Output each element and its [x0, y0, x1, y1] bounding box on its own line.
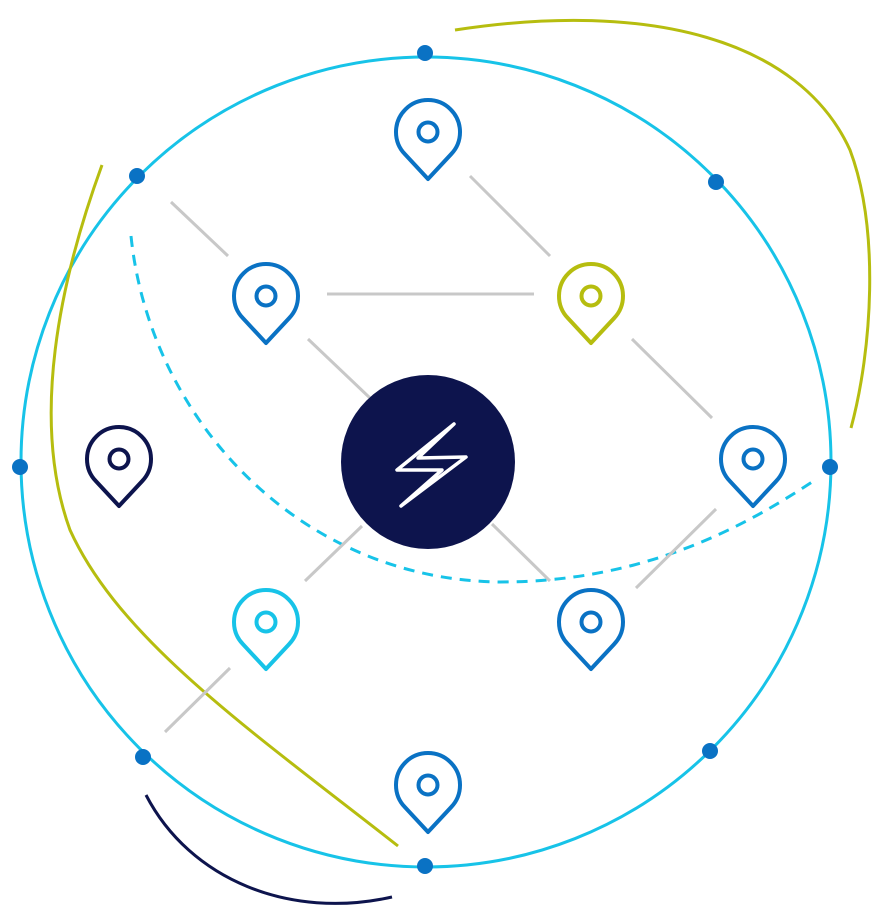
location-pin-icon — [394, 98, 462, 181]
location-pin-icon — [394, 751, 462, 834]
connector-line — [490, 522, 552, 583]
pin-hole — [579, 284, 603, 308]
location-pin-icon — [719, 425, 787, 508]
pin-hole — [416, 773, 440, 797]
location-pin-icon — [557, 588, 625, 671]
ring-node — [702, 743, 718, 759]
ring-node — [822, 459, 838, 475]
ring-node — [135, 749, 151, 765]
connector-line — [630, 337, 714, 420]
connector-line — [303, 524, 364, 583]
pin-hole — [741, 447, 765, 471]
pin-hole — [254, 284, 278, 308]
location-pins — [85, 98, 787, 834]
navy-arc-bottom — [144, 794, 393, 905]
lightning-bolt-icon — [395, 422, 468, 508]
location-pin-icon — [232, 588, 300, 671]
connector-line — [306, 337, 372, 400]
location-pin-icon — [232, 262, 300, 345]
connector-lines — [163, 174, 718, 734]
ring-node — [12, 459, 28, 475]
connector-line — [634, 507, 718, 590]
lime-arc-top-right — [454, 18, 872, 429]
ring-node — [129, 168, 145, 184]
ring-nodes — [12, 45, 838, 874]
lime-arc-left — [49, 164, 399, 848]
pin-hole — [254, 610, 278, 634]
center-hub — [341, 375, 515, 549]
ring-node — [417, 858, 433, 874]
pin-hole — [579, 610, 603, 634]
connector-line — [163, 666, 232, 734]
dashed-arc — [129, 235, 816, 584]
pin-hole — [107, 447, 131, 471]
connector-line — [468, 174, 552, 258]
location-pin-icon — [557, 262, 625, 345]
center-circle — [341, 375, 515, 549]
ring-node — [708, 174, 724, 190]
location-pin-icon — [85, 425, 153, 508]
pin-hole — [416, 120, 440, 144]
ring-node — [417, 45, 433, 61]
connector-line — [169, 200, 230, 258]
